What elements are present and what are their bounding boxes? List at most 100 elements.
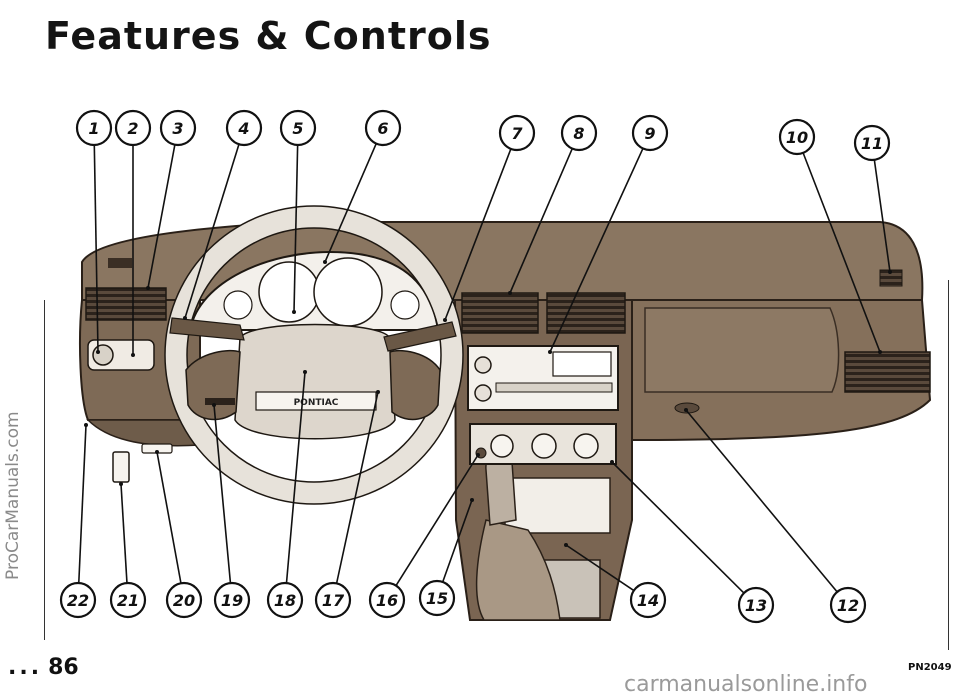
callout-number-20: 20: [173, 591, 195, 610]
callout-tip-2: [131, 353, 135, 357]
callout-leader-8: [509, 148, 574, 294]
callout-circle-8: [560, 114, 598, 152]
callout-tip-6: [323, 260, 327, 264]
climate-knob-left: [490, 434, 514, 458]
page-number-value: 86: [48, 655, 79, 680]
radio-display: [552, 351, 612, 377]
callout-leader-22: [77, 424, 87, 584]
callout-tip-12: [684, 408, 688, 412]
callout-leader-5: [293, 144, 299, 313]
callout-leader-10: [802, 152, 881, 353]
glovebox-latch: [674, 402, 700, 414]
callout-circle-9: [631, 114, 669, 152]
callout-circle-12: [829, 586, 867, 624]
callout-leader-7: [444, 148, 512, 321]
steering-wheel-rim-outline-outer: [164, 205, 464, 505]
callout-number-8: 8: [573, 124, 584, 143]
callout-leader-15: [441, 499, 473, 583]
page-title: Features & Controls: [45, 14, 492, 58]
callout-leader-21: [120, 483, 128, 584]
callout-tip-21: [119, 482, 123, 486]
figure-code: PN2049: [908, 662, 952, 673]
callout-tip-4: [183, 316, 187, 320]
turn-signal-lever: [169, 317, 245, 341]
callout-number-10: 10: [786, 128, 808, 147]
callout-leader-1: [93, 144, 99, 353]
left-vent: [85, 287, 167, 321]
callout-number-7: 7: [511, 124, 523, 143]
glovebox: [644, 307, 840, 393]
callout-number-11: 11: [861, 134, 883, 153]
steering-wheel-rim: [165, 206, 463, 504]
callout-tip-7: [443, 318, 447, 322]
callout-number-5: 5: [292, 119, 303, 138]
callout-number-12: 12: [837, 596, 859, 615]
callout-number-14: 14: [637, 591, 659, 610]
callout-tip-13: [610, 460, 614, 464]
callout-number-2: 2: [127, 119, 138, 138]
callout-number-1: 1: [88, 119, 99, 138]
callout-tip-3: [146, 286, 150, 290]
callout-tip-8: [508, 291, 512, 295]
console-tray: [504, 477, 611, 534]
callout-leader-16: [395, 454, 479, 587]
callout-circle-20: [165, 581, 203, 619]
callout-circle-19: [213, 581, 251, 619]
left-margin-rule: [44, 300, 45, 640]
callout-tip-16: [476, 453, 480, 457]
callout-number-13: 13: [745, 596, 767, 615]
steering-wheel-rim-outline-inner: [186, 227, 442, 483]
callout-leader-3: [147, 144, 176, 289]
climate-knob-right: [573, 433, 599, 459]
callout-tip-9: [548, 350, 552, 354]
callout-tip-5: [292, 310, 296, 314]
mirror-switch: [112, 451, 130, 483]
callout-number-17: 17: [322, 591, 345, 610]
callout-circle-6: [364, 109, 402, 147]
callout-circle-11: [853, 124, 891, 162]
callout-circle-1: [75, 109, 113, 147]
callout-leader-14: [565, 544, 635, 592]
callout-tip-22: [84, 423, 88, 427]
callout-leader-17: [335, 391, 379, 584]
callout-circle-3: [159, 109, 197, 147]
callout-tip-15: [470, 498, 474, 502]
headlight-knob: [92, 344, 114, 366]
callout-tip-20: [155, 450, 159, 454]
wiper-lever: [383, 321, 457, 352]
callout-circle-22: [59, 581, 97, 619]
callout-number-15: 15: [426, 589, 448, 608]
callout-number-22: 22: [67, 591, 89, 610]
speedometer: [313, 257, 383, 327]
callout-tip-17: [376, 390, 380, 394]
radio-tape-slot: [495, 382, 613, 393]
callout-circle-5: [279, 109, 317, 147]
callout-circle-7: [498, 114, 536, 152]
wheel-badge: PONTIAC: [294, 398, 339, 408]
callout-circle-13: [737, 586, 775, 624]
callout-circle-17: [314, 581, 352, 619]
right-vent: [844, 351, 931, 393]
callout-tip-11: [888, 270, 892, 274]
bottom-watermark: carmanualsonline.info: [624, 672, 868, 697]
right-side-vent-small: [879, 269, 903, 287]
callout-leader-13: [611, 461, 745, 594]
callout-tip-10: [878, 350, 882, 354]
callout-circle-14: [629, 581, 667, 619]
callout-tip-18: [303, 370, 307, 374]
callout-leader-12: [685, 409, 838, 593]
shifter-boot: [475, 519, 561, 621]
center-vent-right: [546, 292, 626, 334]
radio-knob-top: [474, 356, 492, 374]
callout-circle-21: [109, 581, 147, 619]
right-margin-rule: [948, 280, 949, 650]
callout-number-16: 16: [376, 591, 398, 610]
callout-leader-18: [285, 371, 306, 584]
callout-leader-6: [324, 143, 377, 263]
radio-knob-bottom: [474, 384, 492, 402]
fuel-gauge: [223, 290, 253, 320]
callout-leader-20: [156, 451, 182, 584]
callout-leaders: [77, 143, 892, 594]
